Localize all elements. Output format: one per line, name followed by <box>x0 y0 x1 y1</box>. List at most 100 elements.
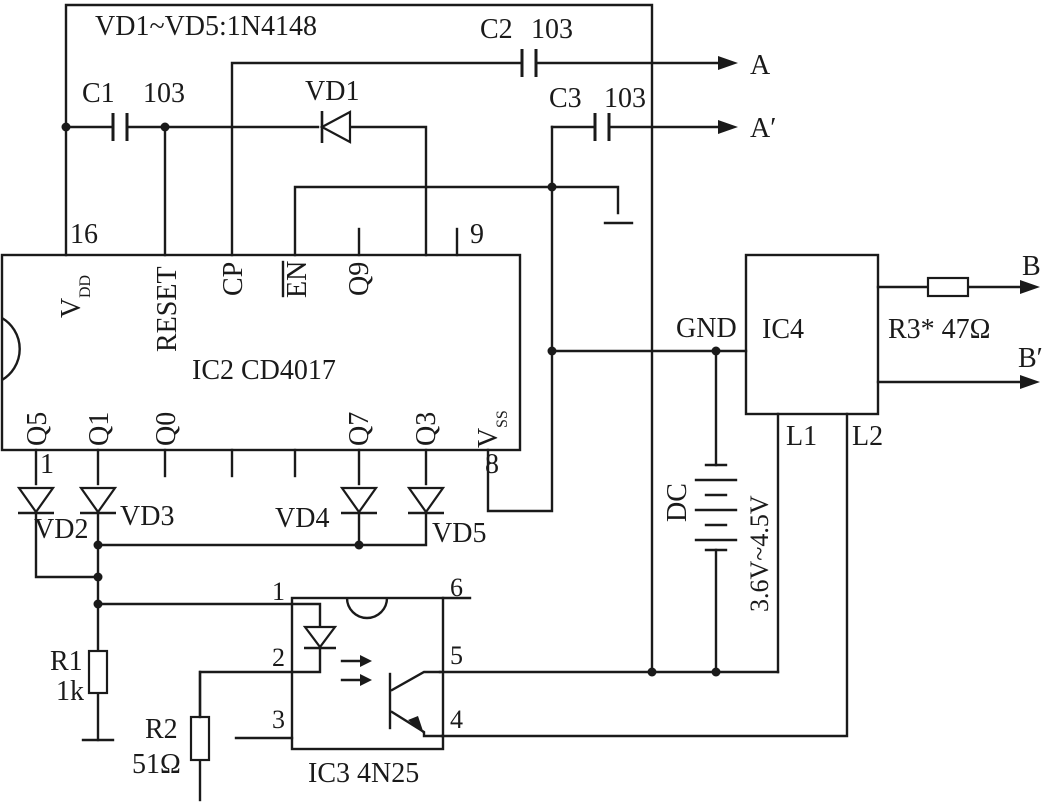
ic2-chip-label: IC2 CD4017 <box>192 355 336 386</box>
vd1-label: VD1 <box>305 76 359 107</box>
diode-vd1 <box>319 110 352 144</box>
wire-led-cathode <box>198 647 322 719</box>
ic2-q7-label: Q7 <box>344 412 375 446</box>
junction-dot <box>711 346 721 356</box>
output-arrows <box>718 56 1040 389</box>
vd2-label: VD2 <box>34 514 88 545</box>
ic3-pin2: 2 <box>272 643 285 672</box>
ic2-vdd-sub: DD <box>77 275 94 298</box>
c3-value: 103 <box>604 83 646 114</box>
wire-c3-vertical <box>486 125 554 513</box>
ic2-vss-label: V <box>473 428 504 448</box>
c2-value: 103 <box>531 14 573 45</box>
resistor-r2 <box>189 715 211 762</box>
junction-dot <box>93 540 103 550</box>
capacitor-c1 <box>111 113 129 141</box>
r1-name: R1 <box>50 646 83 677</box>
ic2-pin16: 16 <box>70 219 98 250</box>
ic2-en-label: EN <box>282 261 313 298</box>
resistor-r3 <box>926 276 970 298</box>
wire-vd1-right <box>348 125 428 257</box>
junction-dot <box>647 667 657 677</box>
diode-vd2 <box>16 486 56 515</box>
ic3-body <box>290 596 445 751</box>
ic2-reset-label: RESET <box>152 266 183 352</box>
ic4-l1-label: L1 <box>786 421 817 452</box>
ic2-vss-sub: SS <box>494 410 511 428</box>
diode-vd3 <box>78 486 118 515</box>
ic3-led <box>302 625 338 649</box>
wires <box>34 3 1024 802</box>
junction-dot <box>547 346 557 356</box>
ic2-body <box>0 253 522 452</box>
ic3-pin5: 5 <box>450 641 463 670</box>
c2-name: C2 <box>480 14 513 45</box>
junctions <box>61 122 721 677</box>
output-b-label: B <box>1022 251 1041 282</box>
battery-dc <box>694 463 738 552</box>
wire-diode-bus <box>96 513 428 547</box>
ic3-pin3: 3 <box>272 705 285 734</box>
r2-value: 51Ω <box>132 749 181 780</box>
resistor-r1 <box>87 649 109 695</box>
vd3-label: VD3 <box>120 501 174 532</box>
ic4-label: IC4 <box>762 314 804 345</box>
junction-dot <box>547 182 557 192</box>
battery-voltage: 3.6V~4.5V <box>745 495 774 612</box>
wire-to-ic3-pin1 <box>96 602 322 627</box>
output-a-prime-label: A′ <box>750 113 776 144</box>
wire-l2 <box>440 412 849 738</box>
diode-vd5 <box>406 486 446 515</box>
junction-dot <box>61 122 71 132</box>
ic3-notch <box>345 597 389 620</box>
capacitor-c3 <box>593 113 611 141</box>
wire-cp <box>230 61 523 257</box>
ic2-q3-label: Q3 <box>411 412 442 446</box>
junction-dot <box>354 540 364 550</box>
junction-dot <box>93 572 103 582</box>
ic2-pin8: 8 <box>485 449 499 480</box>
vd5-label: VD5 <box>432 518 486 549</box>
r1-value: 1k <box>56 676 84 707</box>
ic3-chip-label: IC3 4N25 <box>308 758 419 789</box>
ic4-l2-label: L2 <box>852 421 883 452</box>
ic3-pin1: 1 <box>272 577 285 606</box>
ic2-q5-label: Q5 <box>22 412 53 446</box>
diode-vd4 <box>339 486 379 515</box>
capacitor-c2 <box>520 49 538 77</box>
arrow-a-icon <box>718 56 738 70</box>
junction-dot <box>160 122 170 132</box>
ic2-notch <box>1 316 21 382</box>
ic2-cp-label: CP <box>218 262 249 296</box>
output-a-label: A <box>750 50 771 81</box>
ic3-chip <box>290 596 445 751</box>
battery-name: DC <box>662 483 693 522</box>
r3-label: R3* 47Ω <box>888 314 990 345</box>
ic2-q0-label: Q0 <box>151 412 182 446</box>
c1-value: 103 <box>143 78 185 109</box>
output-b-prime-label: B′ <box>1018 343 1043 374</box>
c3-name: C3 <box>549 83 582 114</box>
ic4-gnd-label: GND <box>676 313 737 344</box>
junction-dot <box>711 667 721 677</box>
ic2-pin1: 1 <box>40 449 54 480</box>
ic4-body <box>744 253 880 416</box>
ic3-pin4: 4 <box>450 705 463 734</box>
ic2-pin9: 9 <box>470 219 484 250</box>
r2-name: R2 <box>145 714 178 745</box>
ic2-q1-label: Q1 <box>84 412 115 446</box>
c1-name: C1 <box>82 78 115 109</box>
arrow-b-prime-icon <box>1020 375 1040 389</box>
arrow-a-prime-icon <box>718 120 738 134</box>
junction-dot <box>93 599 103 609</box>
wire-transistor-collector <box>390 670 442 692</box>
wire-en <box>293 185 620 257</box>
ic2-q9-label: Q9 <box>344 262 375 296</box>
ic2-chip <box>0 253 522 452</box>
ic2-vdd-label: V <box>56 298 87 318</box>
ic3-pin6: 6 <box>450 573 463 602</box>
diode-type-note: VD1~VD5:1N4148 <box>95 11 317 42</box>
vd4-label: VD4 <box>275 503 329 534</box>
arrow-b-icon <box>1020 280 1040 294</box>
